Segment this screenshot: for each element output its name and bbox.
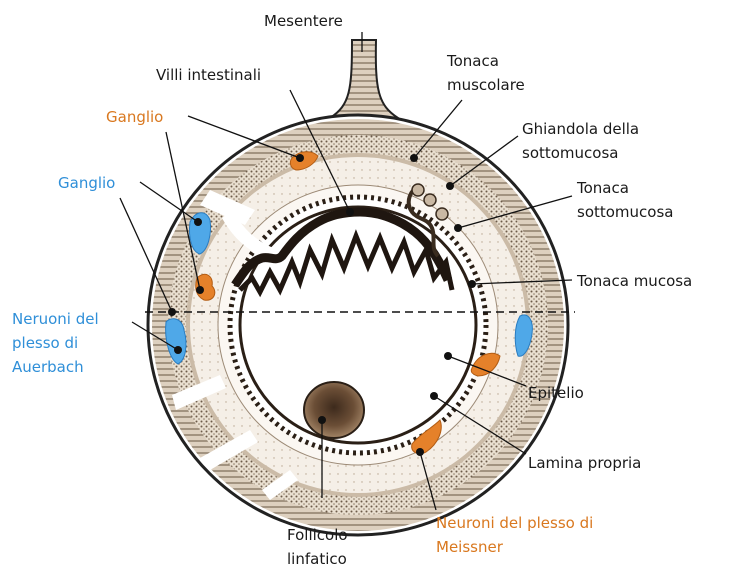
intestine-wall — [148, 115, 568, 535]
label-ganglio-orange: Ganglio — [106, 108, 163, 126]
label-ghiandola-2: sottomucosa — [522, 144, 618, 162]
label-ganglio-blue: Ganglio — [58, 174, 115, 192]
label-follicolo-2: linfatico — [287, 550, 347, 568]
label-meissner-1: Neuroni del plesso di — [436, 514, 593, 532]
label-auerbach-3: Auerbach — [12, 358, 84, 376]
label-sottomucosa-1: Tonaca — [576, 179, 629, 197]
label-ghiandola-1: Ghiandola della — [522, 120, 639, 138]
label-tonaca-mucosa: Tonaca mucosa — [576, 272, 692, 290]
label-sottomucosa-2: sottomucosa — [577, 203, 673, 221]
label-auerbach-2: plesso di — [12, 334, 78, 352]
mesentery — [330, 40, 398, 118]
label-villi: Villi intestinali — [156, 66, 261, 84]
label-follicolo-1: Follicolo — [287, 526, 348, 544]
label-meissner-2: Meissner — [436, 538, 504, 556]
label-lamina-propria: Lamina propria — [528, 454, 641, 472]
label-mesentere: Mesentere — [264, 12, 343, 30]
label-epitelio: Epitelio — [528, 384, 584, 402]
lymph-follicle — [304, 382, 364, 438]
label-tonaca-muscolare-2: muscolare — [447, 76, 525, 94]
label-tonaca-muscolare-1: Tonaca — [446, 52, 499, 70]
label-auerbach-1: Neruoni del — [12, 310, 99, 328]
